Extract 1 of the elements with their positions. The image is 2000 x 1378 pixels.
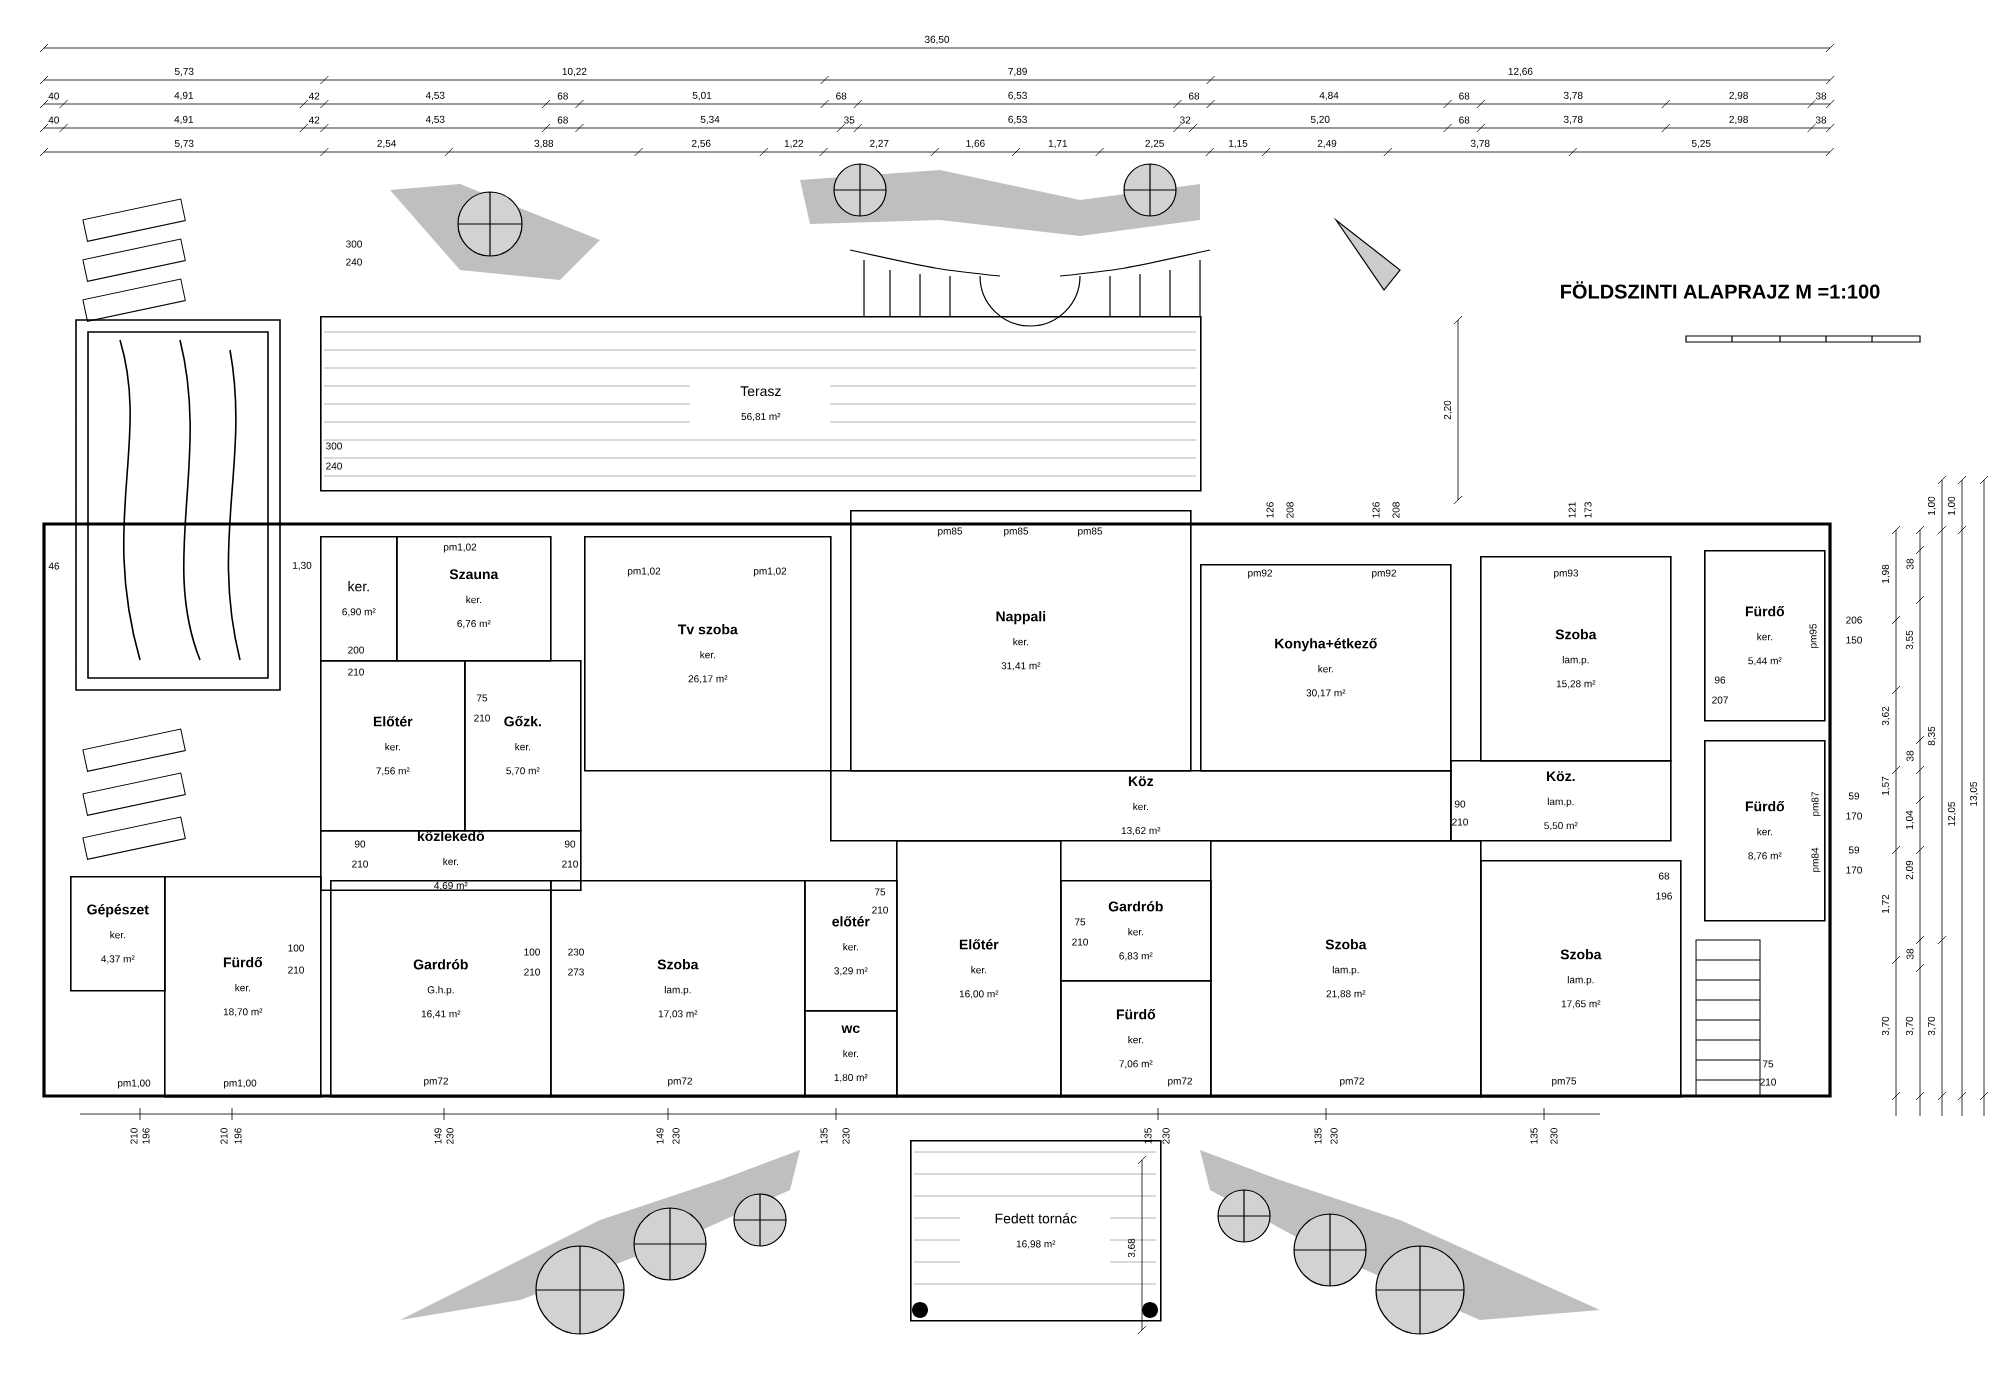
plan-title: FÖLDSZINTI ALAPRAJZ M =1:100	[1561, 281, 1880, 299]
